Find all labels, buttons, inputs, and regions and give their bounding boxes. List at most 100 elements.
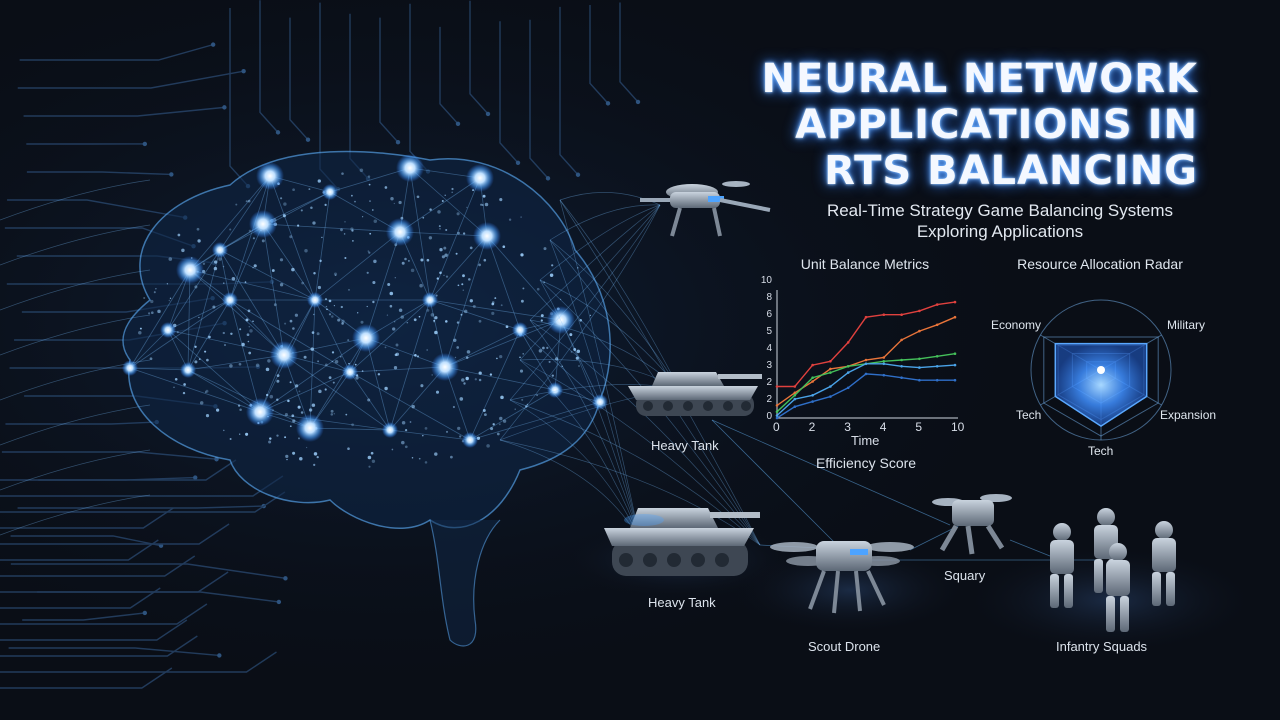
subtitle: Real-Time Strategy Game Balancing System… [760,200,1240,242]
y-tick-label: 8 [766,292,772,303]
series-point [793,405,797,409]
unit-label-heavy-tank: Heavy Tank [648,595,716,610]
brain-network-icon [0,150,761,647]
series-point [953,300,957,304]
series-point [775,404,779,407]
y-tick-label: 4 [766,343,772,354]
radar-title: Resource Allocation Radar [1017,256,1183,272]
unit-label-scout-drone: Scout Drone [808,639,881,654]
series-point [829,371,832,374]
series-point [829,360,832,363]
tank-icon [628,372,762,416]
unit-balance-chart [775,290,958,420]
series-point [793,394,797,397]
unit-label-heavy-tank: Heavy Tank [651,438,719,453]
series-point [953,352,957,356]
radar-axis-label: Economy [991,318,1042,332]
radar-axis-label: Expansion [1160,408,1217,422]
series-point [793,397,797,401]
series-point [935,355,939,358]
series-point [864,372,868,376]
y-tick-label: 2 [766,394,772,405]
series-point [864,362,868,366]
series-point [935,323,939,327]
series-point [882,360,886,363]
series-point [900,376,903,380]
brain-stem [429,519,501,647]
series-point [811,394,814,397]
series-point [882,356,886,359]
series-point [864,358,868,362]
y-tick-label: 5 [766,326,772,337]
x-axis-label: Time [851,433,880,448]
radar-axis-label: Tech [1016,408,1042,422]
series-point [846,365,850,368]
title-line-3: RTS BALANCING [824,148,1198,194]
tank-icon [604,508,760,576]
ground-glow [730,545,970,635]
unit-label-infantry-squads: Infantry Squads [1056,639,1148,654]
chart-caption: Efficiency Score [815,455,917,471]
x-tick-label: 2 [808,420,816,434]
x-tick-label: 4 [879,420,887,434]
series-point [846,386,850,390]
x-tick-label: 5 [915,420,923,434]
series-point [864,315,868,319]
series-point [846,341,850,344]
y-tick-label: 0 [766,411,772,422]
series-point [829,395,832,398]
y-tick-label: 10 [760,275,772,286]
x-tick-label: 0 [773,420,780,434]
series-point [775,414,779,417]
resource-allocation-radar [1030,299,1172,441]
series-point [953,378,957,382]
series-point [811,380,814,383]
series-point [846,371,850,374]
x-tick-label: 3 [844,420,851,434]
radar-axis-label: Tech [1088,444,1114,458]
series-point [918,366,921,369]
title-line-2: APPLICATIONS IN [795,102,1198,148]
y-tick-label: 6 [766,309,772,320]
radar-center [1097,366,1105,374]
radar-axis-label: Military [1167,318,1205,332]
series-point [935,365,939,368]
series-point [900,313,903,317]
series-point [811,400,814,403]
unit-label-squary: Squary [944,568,986,583]
series-point [900,338,903,342]
series-point [793,391,797,395]
series-point [829,367,832,371]
series-point [918,309,921,313]
series-point [775,416,779,420]
title-line-1: NEURAL NETWORK [761,56,1198,102]
series-point [775,385,779,388]
drone-icon [640,181,771,237]
drone-icon [770,541,914,614]
series-point [918,329,921,333]
series-point [953,315,957,319]
series-point [900,358,903,362]
mech-walker-icon [932,494,1012,555]
series-point [882,362,886,366]
series-point [953,363,957,367]
series-point [829,385,832,388]
radar-ring [1043,336,1159,437]
subtitle-line-2: Exploring Applications [916,222,1084,241]
series-point [811,363,814,367]
radar-area [1054,342,1148,427]
y-tick-label: 3 [766,360,772,371]
series-point [793,385,797,388]
series-point [918,378,921,382]
series-point [775,410,779,414]
series-point [900,365,903,368]
x-tick-label: 10 [951,420,965,434]
subtitle-line-1: Real-Time Strategy Game Balancing System… [826,201,1174,220]
series-point [935,378,939,382]
neural-nodes [122,154,608,448]
y-tick-label: 2 [766,377,772,388]
series-point [882,313,886,317]
series-point [935,303,939,306]
infantry-soldier-icon [1050,508,1176,632]
